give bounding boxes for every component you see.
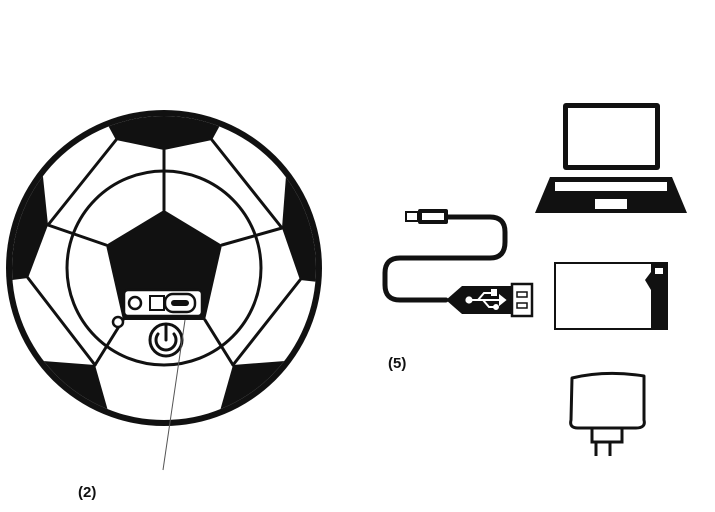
usb-symbol-icon	[465, 289, 507, 310]
usb-port	[122, 288, 204, 318]
ball-inner-ring	[65, 169, 263, 367]
laptop-icon	[535, 103, 687, 213]
callout-label-2: (2)	[78, 484, 97, 501]
indicator-light	[111, 315, 125, 329]
usb-cable	[382, 209, 534, 318]
leader-line	[162, 319, 186, 471]
power-bank-icon	[554, 262, 668, 330]
wall-adapter-icon	[569, 371, 646, 456]
soccer-ball-lamp	[6, 110, 322, 426]
power-button-icon	[148, 322, 184, 358]
callout-label-5: (5)	[388, 355, 407, 372]
